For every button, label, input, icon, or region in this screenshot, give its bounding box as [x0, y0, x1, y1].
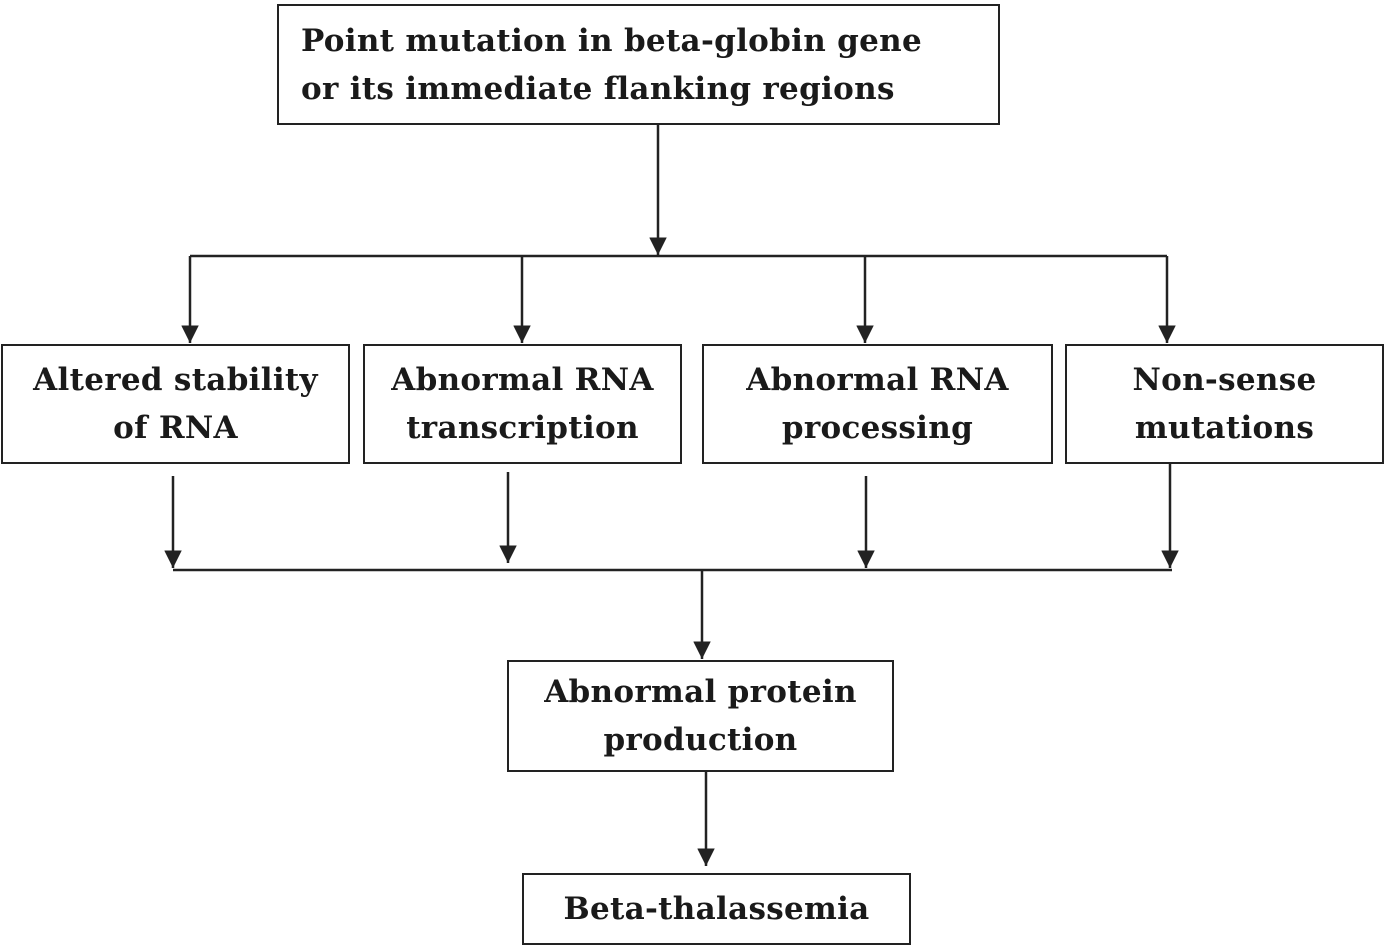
- node-altered-stability: Altered stability of RNA: [1, 344, 350, 464]
- node-abnormal-transcription: Abnormal RNA transcription: [363, 344, 682, 464]
- node-abnormal-protein: Abnormal protein production: [507, 660, 894, 772]
- node-beta-thalassemia: Beta-thalassemia: [522, 873, 911, 945]
- node-point-mutation: Point mutation in beta-globin gene or it…: [277, 4, 1000, 125]
- node-nonsense-mutations: Non-sense mutations: [1065, 344, 1384, 464]
- node-abnormal-processing: Abnormal RNA processing: [702, 344, 1053, 464]
